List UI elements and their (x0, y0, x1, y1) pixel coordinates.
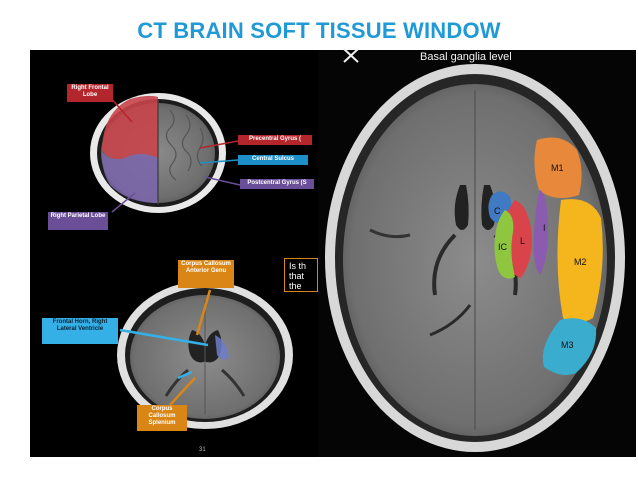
insula-region (533, 190, 548, 275)
label-corpus-callosum-splenium: Corpus Callosum Splenium (137, 405, 187, 431)
label-central-sulcus: Central Sulcus (238, 155, 308, 165)
region-label-I: I (543, 223, 546, 233)
M3-region (542, 318, 597, 375)
basal-ganglia-ct-image (318, 50, 636, 457)
region-label-M2: M2 (574, 257, 587, 267)
M2-region (557, 199, 603, 323)
ventricle-ct-image (117, 281, 293, 429)
label-right-parietal-lobe: Right Parietal Lobe (48, 212, 108, 230)
label-corpus-callosum-genu: Corpus Callosum Anterior Genu (178, 260, 234, 288)
page-number: 31 (199, 447, 206, 453)
internal-capsule-region (494, 210, 515, 279)
quiz-box: Is th that the (284, 258, 318, 292)
M1-region (534, 137, 582, 199)
vertex-ct-image (90, 93, 226, 213)
region-label-C: C (494, 206, 501, 216)
close-icon (343, 48, 359, 63)
right-frontal-lobe-overlay (102, 95, 158, 159)
region-label-IC: IC (498, 242, 507, 252)
region-label-M3: M3 (561, 340, 574, 350)
label-postcentral-gyrus: Postcentral Gyrus (S (240, 179, 314, 189)
right-parietal-lobe-overlay (101, 152, 158, 203)
label-frontal-horn: Frontal Horn, Right Lateral Ventricle (42, 318, 118, 344)
region-label-L: L (520, 236, 526, 246)
basal-ganglia-heading: Basal ganglia level (420, 51, 512, 63)
label-precentral-gyrus: Precentral Gyrus ( (238, 135, 312, 145)
label-right-frontal-lobe: Right Frontal Lobe (67, 84, 113, 102)
slide-title: CT BRAIN SOFT TISSUE WINDOW (137, 18, 501, 43)
region-label-M1: M1 (551, 163, 564, 173)
